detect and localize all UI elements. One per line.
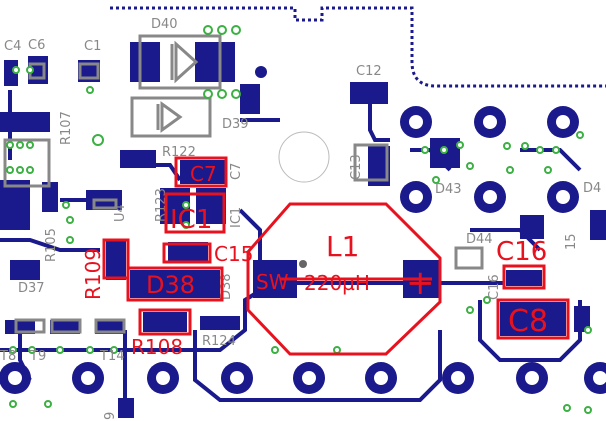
label-r124: R124 bbox=[202, 334, 236, 349]
red-label-sw: SW bbox=[256, 270, 289, 294]
label-d40: D40 bbox=[151, 17, 178, 32]
label-t8: T8 bbox=[0, 349, 16, 364]
label-c6: C6 bbox=[28, 38, 45, 53]
label-c16-silk: C16 bbox=[487, 274, 502, 300]
board-outline bbox=[110, 6, 606, 88]
label-d44: D44 bbox=[466, 232, 493, 247]
red-label-value: 220µH bbox=[304, 271, 370, 295]
label-d39: D39 bbox=[222, 117, 249, 132]
label-d43: D43 bbox=[435, 182, 462, 197]
label-c12: C12 bbox=[356, 64, 382, 79]
label-c7-silk: C7 bbox=[229, 163, 244, 180]
label-r105: R105 bbox=[44, 228, 59, 262]
label-t9: T9 bbox=[29, 349, 46, 364]
red-label-d38: D38 bbox=[146, 271, 195, 299]
red-label-l1: L1 bbox=[326, 230, 359, 263]
red-label-c15: C15 bbox=[214, 242, 253, 266]
label-c13: C13 bbox=[349, 154, 364, 180]
l1-outline bbox=[246, 202, 442, 356]
red-label-ic1: IC1 bbox=[170, 205, 212, 235]
label-ic1-silk: IC1 bbox=[229, 207, 244, 228]
label-pin9: 9 bbox=[103, 412, 118, 420]
label-r122: R122 bbox=[162, 145, 196, 160]
label-d37: D37 bbox=[18, 281, 45, 296]
red-label-r109: R109 bbox=[81, 248, 105, 300]
red-outlines bbox=[102, 156, 570, 356]
vias bbox=[6, 25, 592, 414]
via-large bbox=[255, 66, 267, 78]
red-text: C7 IC1 C15 R109 D38 R108 L1 SW 220µH + C… bbox=[81, 162, 548, 359]
red-label-r108: R108 bbox=[131, 335, 183, 359]
label-u4: U4 bbox=[113, 204, 128, 222]
label-t14: T14 bbox=[99, 349, 124, 364]
label-c4: C4 bbox=[4, 39, 21, 54]
label-r107: R107 bbox=[59, 111, 74, 145]
small-dot bbox=[299, 260, 307, 268]
silk-text: D40 C4 C6 C1 C12 D39 R122 D43 D44 D37 R1… bbox=[0, 17, 601, 420]
label-15-silk: 15 bbox=[564, 233, 579, 250]
through-hole-pads bbox=[0, 106, 606, 394]
mounting-hole bbox=[278, 131, 330, 183]
red-label-c16: C16 bbox=[496, 237, 547, 267]
label-c1: C1 bbox=[84, 39, 101, 54]
silk-bodies bbox=[3, 34, 484, 334]
red-label-c8: C8 bbox=[508, 304, 548, 339]
label-d4: D4 bbox=[583, 181, 601, 196]
red-label-plus: + bbox=[406, 263, 435, 303]
red-label-c7: C7 bbox=[190, 162, 217, 186]
